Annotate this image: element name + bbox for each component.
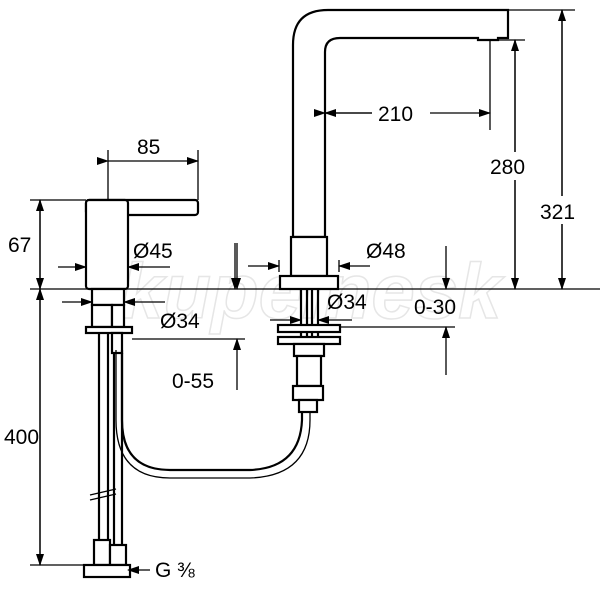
dim-spout-counter: 0-30 [340,246,456,375]
dim-mixer-shank: Ø34 [62,298,200,333]
svg-text:280: 280 [490,156,525,179]
svg-text:Ø48: Ø48 [366,240,406,263]
dim-connection-thread: G ⅜ [127,559,195,582]
dim-spout-reach: 210 [314,40,491,130]
svg-text:0-30: 0-30 [414,296,456,319]
svg-text:Ø45: Ø45 [133,240,173,263]
dim-mixer-counter: 0-55 [132,243,245,393]
flexible-hose-inner [115,350,311,479]
dim-spout-total-height: 321 [508,9,588,290]
svg-text:321: 321 [540,201,575,224]
dim-hose-length: 400 [4,288,84,566]
dim-mixer-diameter: Ø45 [58,240,173,271]
mixer-body [82,198,200,579]
dim-spout-outlet-height: 280 [488,39,542,290]
svg-text:0-55: 0-55 [172,370,214,393]
spout-body [276,8,510,414]
flexible-hose [120,350,304,472]
svg-text:210: 210 [378,103,413,126]
dim-lever-reach: 85 [97,136,199,200]
svg-text:400: 400 [4,426,39,449]
svg-text:Ø34: Ø34 [327,291,367,314]
svg-text:85: 85 [137,136,160,159]
dim-lever-height: 67 [8,199,86,290]
svg-text:G ⅜: G ⅜ [155,559,195,582]
dim-spout-base: Ø48 [231,240,406,290]
svg-text:67: 67 [8,234,31,257]
svg-text:Ø34: Ø34 [160,310,200,333]
dim-spout-shank: Ø34 [270,291,367,324]
